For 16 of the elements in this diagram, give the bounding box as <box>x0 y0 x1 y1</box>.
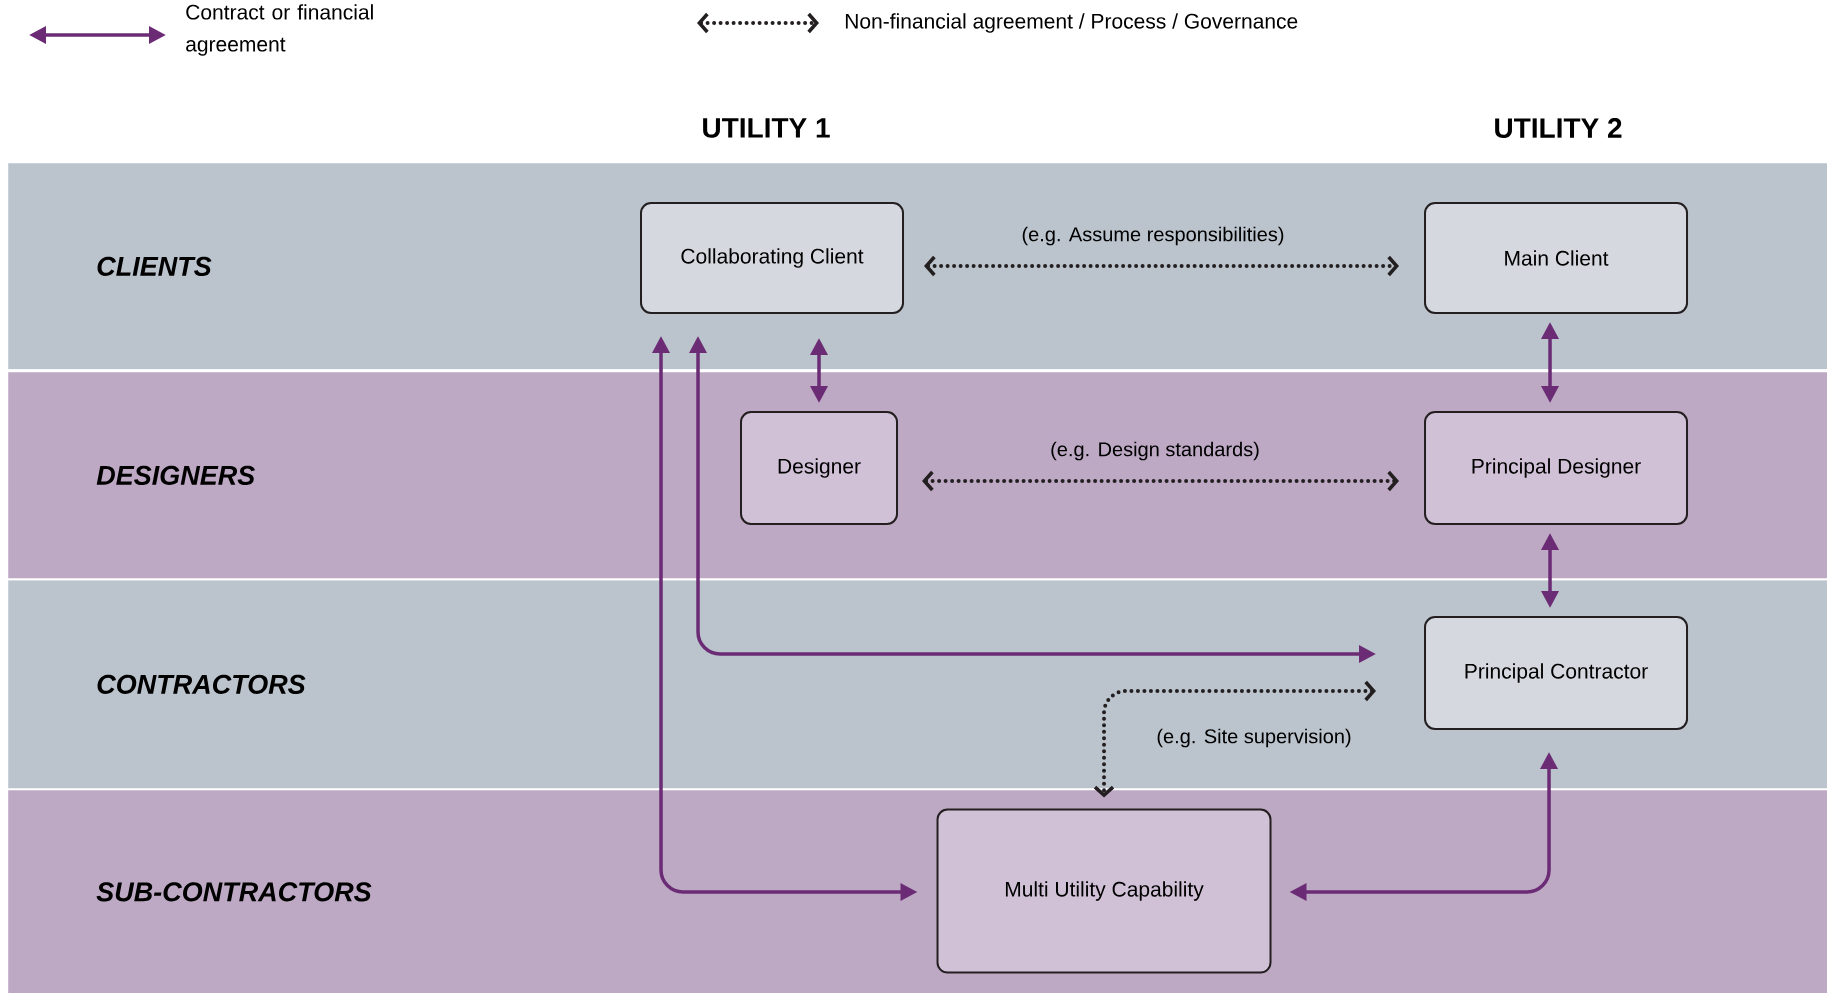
arrow <box>922 470 1400 492</box>
process-box: Multi Utility Capability <box>936 808 1272 974</box>
edge-label: (e.g. Site supervision) <box>1157 728 1351 748</box>
arrow <box>924 255 1400 277</box>
column-heading: UTILITY 2 <box>1495 118 1622 138</box>
column-heading: UTILITY 1 <box>703 118 830 138</box>
process-box: Principal Contractor <box>1424 616 1688 730</box>
arrow <box>1093 680 1377 798</box>
process-box: Principal Designer <box>1424 411 1688 525</box>
process-box: Designer <box>740 411 898 525</box>
edge-label: (e.g. Assume responsibilities) <box>1022 226 1284 246</box>
edge-label: (e.g. Design standards) <box>1051 441 1259 461</box>
legend-text: Non-financial agreement / Process / Governance <box>845 13 1298 33</box>
legend-text: Contract or financial agreement <box>186 4 373 56</box>
process-box: Collaborating Client <box>640 202 904 314</box>
process-box: Main Client <box>1424 202 1688 314</box>
